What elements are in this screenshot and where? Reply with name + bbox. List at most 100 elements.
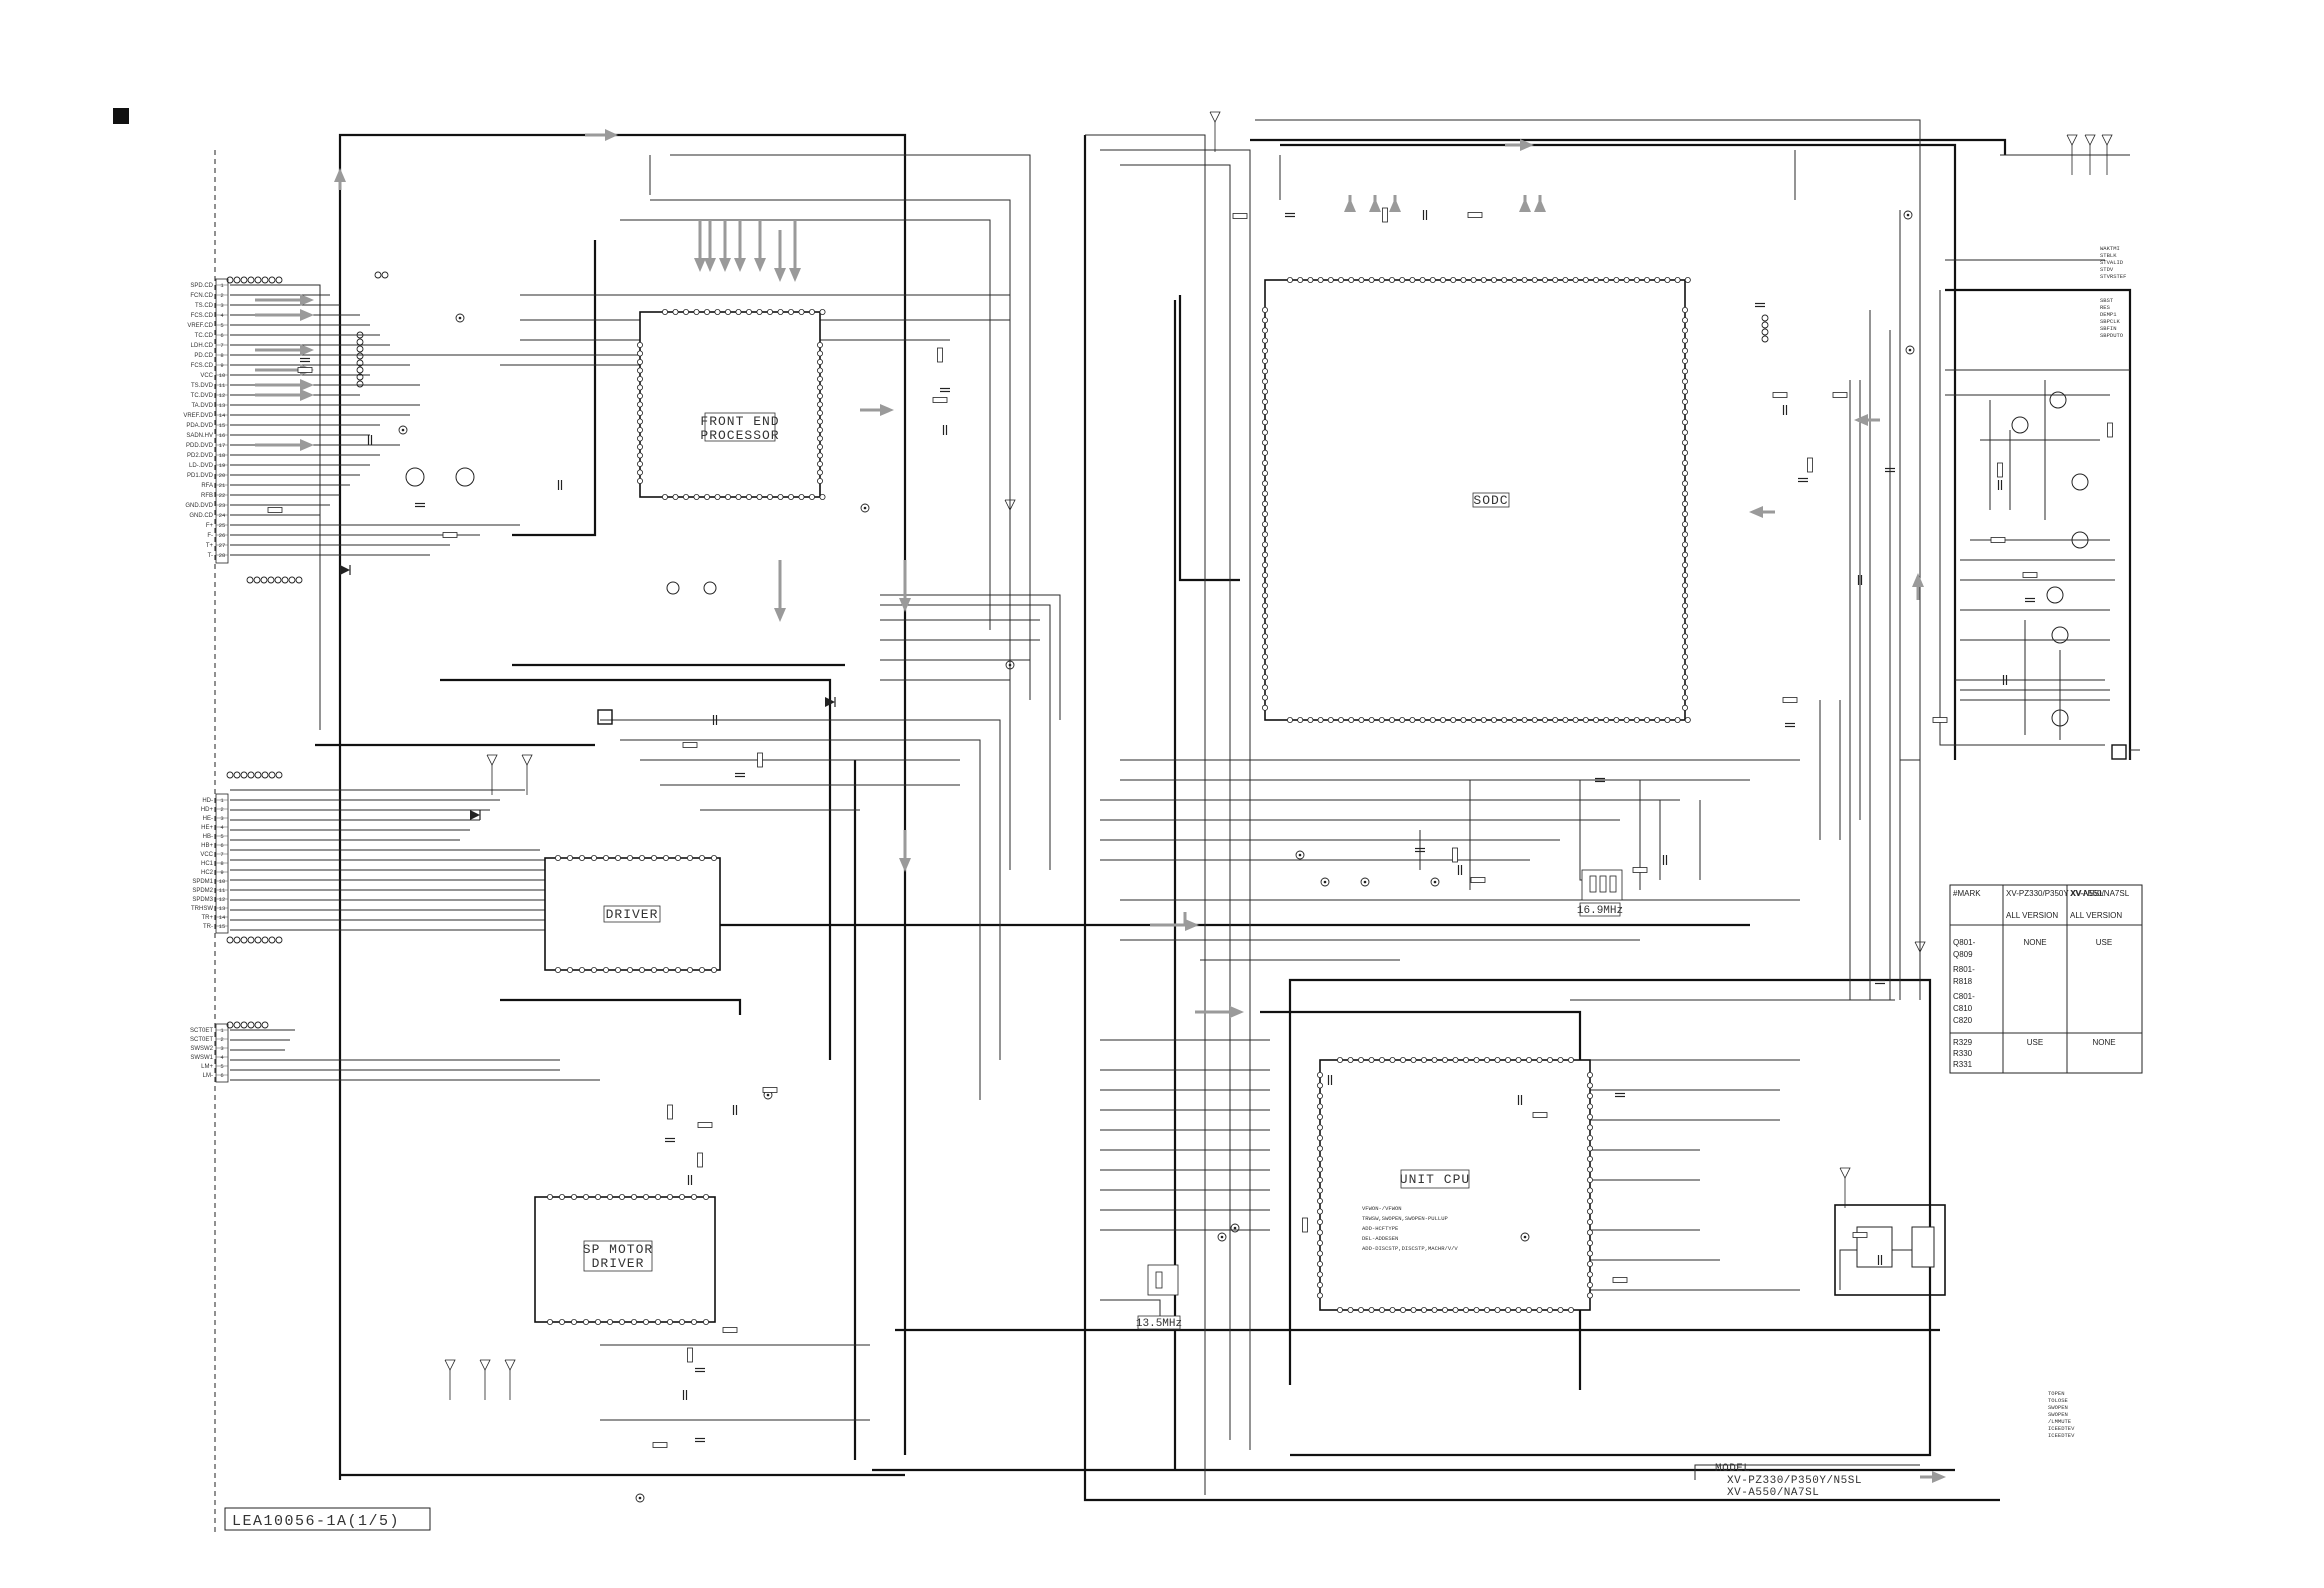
pin [1262,541,1269,548]
connector-pin-label: T- [208,553,213,559]
pin [595,1319,602,1326]
connector-pin-label: GND.CD [189,513,213,519]
pin [1587,1093,1594,1100]
pin [1429,717,1436,724]
model-block: MODEL XV-PZ330/P350Y/N5SL XV-A550/NA7SL [1694,1463,1920,1499]
pin [711,855,718,862]
pin [817,409,824,416]
pin [735,493,742,500]
pin [555,967,562,974]
crystal-x2-freq: 13.5MHz [1136,1318,1182,1330]
rlabel-top-1: STBLK [2100,252,2117,259]
pin [1460,276,1467,283]
pin [1682,602,1689,609]
pin [1473,1307,1480,1314]
pin [547,1319,554,1326]
pin [1484,1057,1491,1064]
pin [1450,276,1457,283]
pin [1587,1208,1594,1215]
svg-text:2: 2 [220,292,223,299]
pin [1552,717,1559,724]
svg-text:12: 12 [219,392,226,399]
pin [1317,1229,1324,1236]
sp-motor-label-2: DRIVER [592,1256,645,1271]
pin [1429,276,1436,283]
svg-text:1: 1 [220,282,224,289]
pin [1536,1057,1543,1064]
table-r1-mark-5: C810 [1953,1004,1973,1013]
pin [756,308,763,315]
pin [1358,276,1365,283]
pin [1262,378,1269,385]
rlabel-mid-5: SBPDUTO [2100,332,2124,339]
pin [1501,717,1508,724]
pin [1317,1103,1324,1110]
svg-text:6: 6 [220,332,223,339]
pin [1572,276,1579,283]
pin [1682,521,1689,528]
pin [817,367,824,374]
pin [679,1319,686,1326]
pin [817,477,824,484]
front-end-processor-chip: FRONT END PROCESSOR [639,311,821,498]
driver-pins [555,855,718,974]
pin [1287,717,1294,724]
pin [699,967,706,974]
rlabel-top-4: STVRSTEF [2100,273,2126,280]
svg-text:4: 4 [220,1054,224,1061]
pin [1262,653,1269,660]
svg-text:9: 9 [220,362,223,369]
pin [817,341,824,348]
pin [1262,531,1269,538]
pin [1400,1057,1407,1064]
connector-leads [230,284,620,1081]
pin [817,401,824,408]
pin [1317,1082,1324,1089]
pin [1262,521,1269,528]
pin [1389,1307,1396,1314]
pin [571,1319,578,1326]
model-heading: MODEL [1715,1463,1751,1475]
svg-text:3: 3 [220,1045,223,1052]
pin [655,1319,662,1326]
pin [1262,623,1269,630]
connector-pin-label: TRHSW [191,906,213,912]
connector-pin-label: SWSW2 [190,1046,213,1052]
pin [1262,551,1269,558]
pin [1682,459,1689,466]
pin [1664,717,1671,724]
connector-pin-label: TA.DVD [191,403,213,409]
table-r2-col1: USE [2027,1038,2043,1047]
connector-pin-label: T+ [206,543,214,549]
pin [615,967,622,974]
pin [1327,717,1334,724]
connector-pin-label: HE+ [201,825,213,831]
pin [579,967,586,974]
pin [1470,717,1477,724]
pin [809,493,816,500]
connector-pin-label: PDD.DVD [186,443,214,449]
pin [1442,1057,1449,1064]
pin [703,1194,710,1201]
pin [1317,1156,1324,1163]
pin [1587,1292,1594,1299]
pin [817,418,824,425]
pin [1684,717,1691,724]
pin [1262,408,1269,415]
pin [1317,1135,1324,1142]
pin [1682,510,1689,517]
cpu-note-3: ADD-HCFTYPE [1362,1225,1399,1232]
rlabel-mid-2: DEMP1 [2100,311,2117,318]
pin [1633,276,1640,283]
pin [1587,1198,1594,1205]
pin [1587,1219,1594,1226]
pin [1521,276,1528,283]
pin [1682,633,1689,640]
pin [767,493,774,500]
svg-text:3: 3 [220,302,223,309]
rlabel-top-0: WAKTMI [2100,245,2120,252]
pin [1682,643,1689,650]
pin [1470,276,1477,283]
svg-text:6: 6 [220,842,223,849]
